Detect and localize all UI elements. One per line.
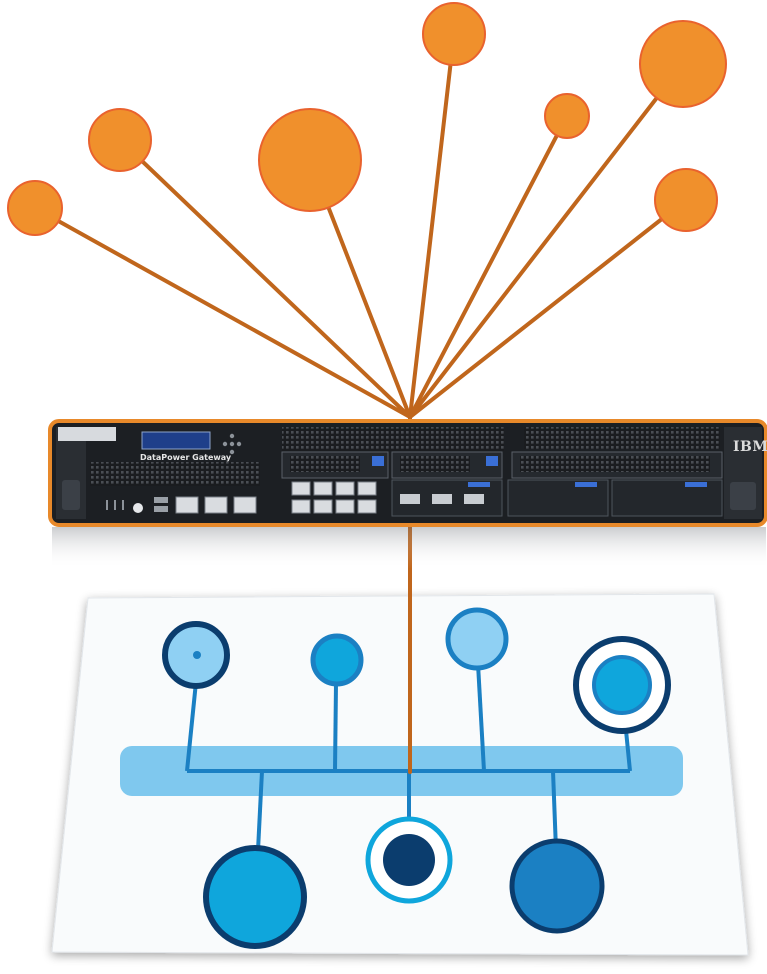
gateway-appliance: DataPower Gateway [48, 419, 767, 569]
drop-line [185, 681, 198, 772]
endpoint-circle [88, 108, 152, 172]
drive-bays [281, 451, 723, 479]
lcd-panel [141, 431, 211, 450]
management-ports [175, 496, 257, 514]
drop-line [333, 682, 338, 772]
connector-line [408, 32, 456, 419]
connector-lines [33, 32, 688, 774]
endpoint-circle [7, 180, 63, 236]
network-topology-card [51, 593, 749, 956]
node-cyan [310, 633, 364, 687]
usb-ports [154, 497, 168, 512]
endpoint-circle [654, 168, 718, 232]
brand-badge [730, 434, 762, 456]
endpoint-circle [544, 93, 590, 139]
connector-line [33, 206, 412, 419]
appliance-reflection [52, 527, 766, 569]
power-button [133, 503, 143, 513]
status-leds [106, 500, 124, 510]
drop-line [551, 770, 558, 851]
node-ring-dot [162, 621, 230, 689]
vent-grille [282, 427, 504, 451]
connector-line [408, 198, 688, 419]
endpoint-circle [258, 108, 362, 212]
node-mid-blue [509, 838, 605, 934]
node-center-target [365, 816, 453, 904]
endpoint-circle [639, 20, 727, 108]
vent-grille [524, 427, 720, 449]
connector-line [408, 62, 685, 419]
drop-line [476, 663, 486, 772]
connector-line [118, 138, 412, 419]
node-large-cyan [203, 845, 307, 949]
node-target [573, 636, 671, 734]
asset-tag [58, 427, 116, 441]
vent-grille [90, 462, 260, 486]
endpoint-circle [422, 2, 486, 66]
node-light [445, 607, 509, 671]
rack-handle-left [62, 480, 80, 510]
nav-buttons [222, 433, 242, 455]
connector-line [408, 114, 569, 419]
endpoint-nodes [7, 2, 727, 236]
module-row [391, 479, 723, 517]
product-label: DataPower Gateway [140, 453, 232, 462]
ethernet-ports [291, 481, 377, 514]
brand-label: IBM [733, 439, 767, 455]
rack-handle-right [730, 482, 756, 510]
